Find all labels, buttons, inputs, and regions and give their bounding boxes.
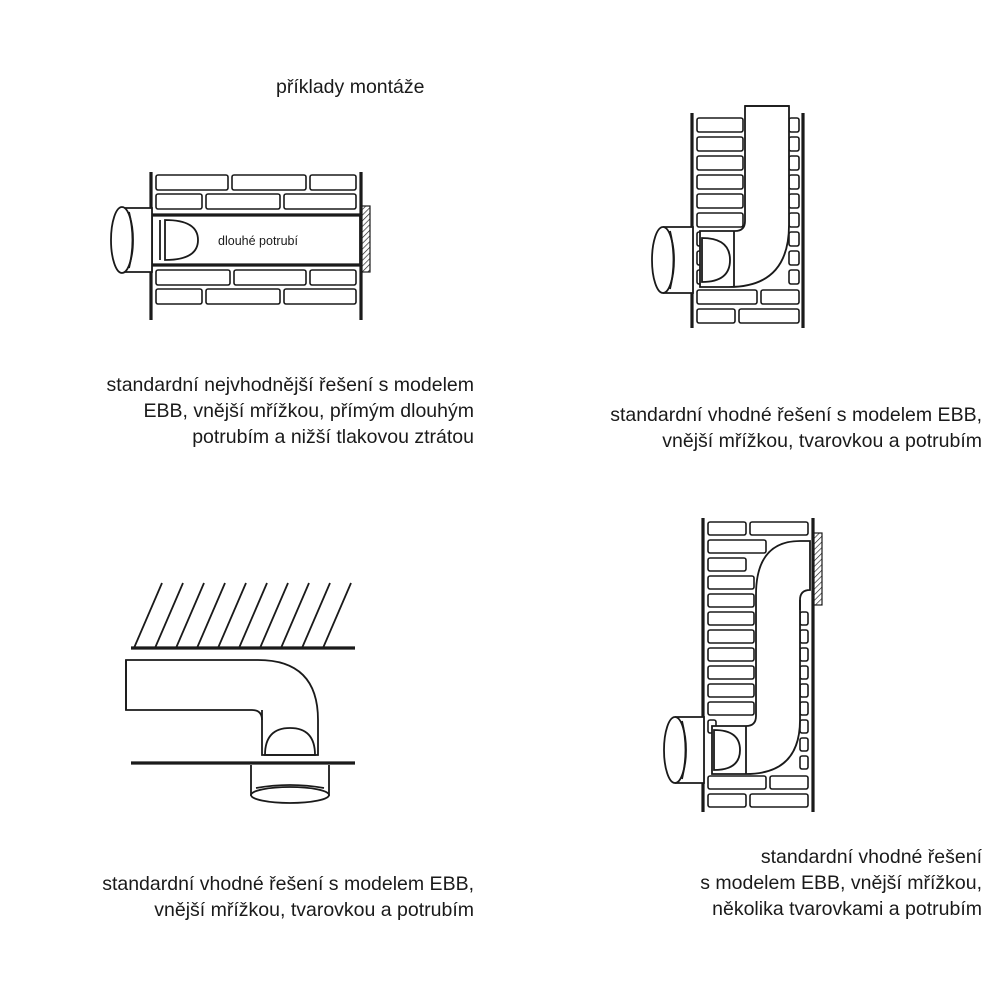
ventilator-unit	[663, 716, 705, 784]
brick-wall-lower	[155, 269, 357, 305]
diagram-straight-pipe: dlouhé potrubí	[110, 172, 371, 320]
diagram-multiple-elbows	[663, 518, 823, 812]
exterior-grille	[812, 532, 823, 606]
caption-line: vnější mřížkou, tvarovkou a potrubím	[662, 430, 982, 452]
ventilator-unit	[250, 765, 330, 804]
caption-line: standardní vhodné řešení s modelem EBB,	[102, 873, 474, 895]
caption-line: s modelem EBB, vnější mřížkou,	[700, 872, 982, 894]
fan-dome	[713, 729, 741, 771]
ventilator-unit	[110, 206, 153, 274]
fan-dome	[701, 237, 731, 283]
fan-dome	[264, 727, 316, 756]
caption-line: vnější mřížkou, tvarovkou a potrubím	[154, 899, 474, 921]
caption-top-left: standardní nejvhodnější řešení s modelem…	[107, 372, 474, 450]
caption-top-right: standardní vhodné řešení s modelem EBB, …	[610, 402, 982, 454]
elbow-pipe	[699, 105, 790, 288]
exterior-grille	[360, 205, 371, 273]
caption-line: standardní nejvhodnější řešení s modelem	[106, 374, 474, 396]
diagram-ceiling-elbow	[125, 582, 355, 804]
fan-dome	[164, 219, 199, 261]
ceiling-hatching	[133, 582, 352, 649]
caption-line: standardní vhodné řešení s modelem EBB,	[610, 404, 982, 426]
caption-line: potrubím a nižší tlakovou ztrátou	[192, 426, 474, 448]
caption-line: EBB, vnější mřížkou, přímým dlouhým	[143, 400, 474, 422]
caption-bottom-left: standardní vhodné řešení s modelem EBB, …	[102, 871, 474, 923]
page-title: příklady montáže	[276, 76, 425, 98]
brick-wall-upper	[155, 174, 357, 210]
ventilator-unit	[651, 226, 694, 294]
diagram-single-elbow	[651, 105, 805, 328]
brick-wall	[707, 521, 809, 808]
multi-elbow-pipe	[711, 540, 811, 775]
caption-line: několika tvarovkami a potrubím	[712, 898, 982, 920]
caption-bottom-right: standardní vhodné řešení s modelem EBB, …	[700, 844, 982, 922]
caption-line: standardní vhodné řešení	[760, 846, 982, 868]
elbow-pipe	[125, 659, 319, 756]
pipe-label: dlouhé potrubí	[218, 234, 298, 248]
